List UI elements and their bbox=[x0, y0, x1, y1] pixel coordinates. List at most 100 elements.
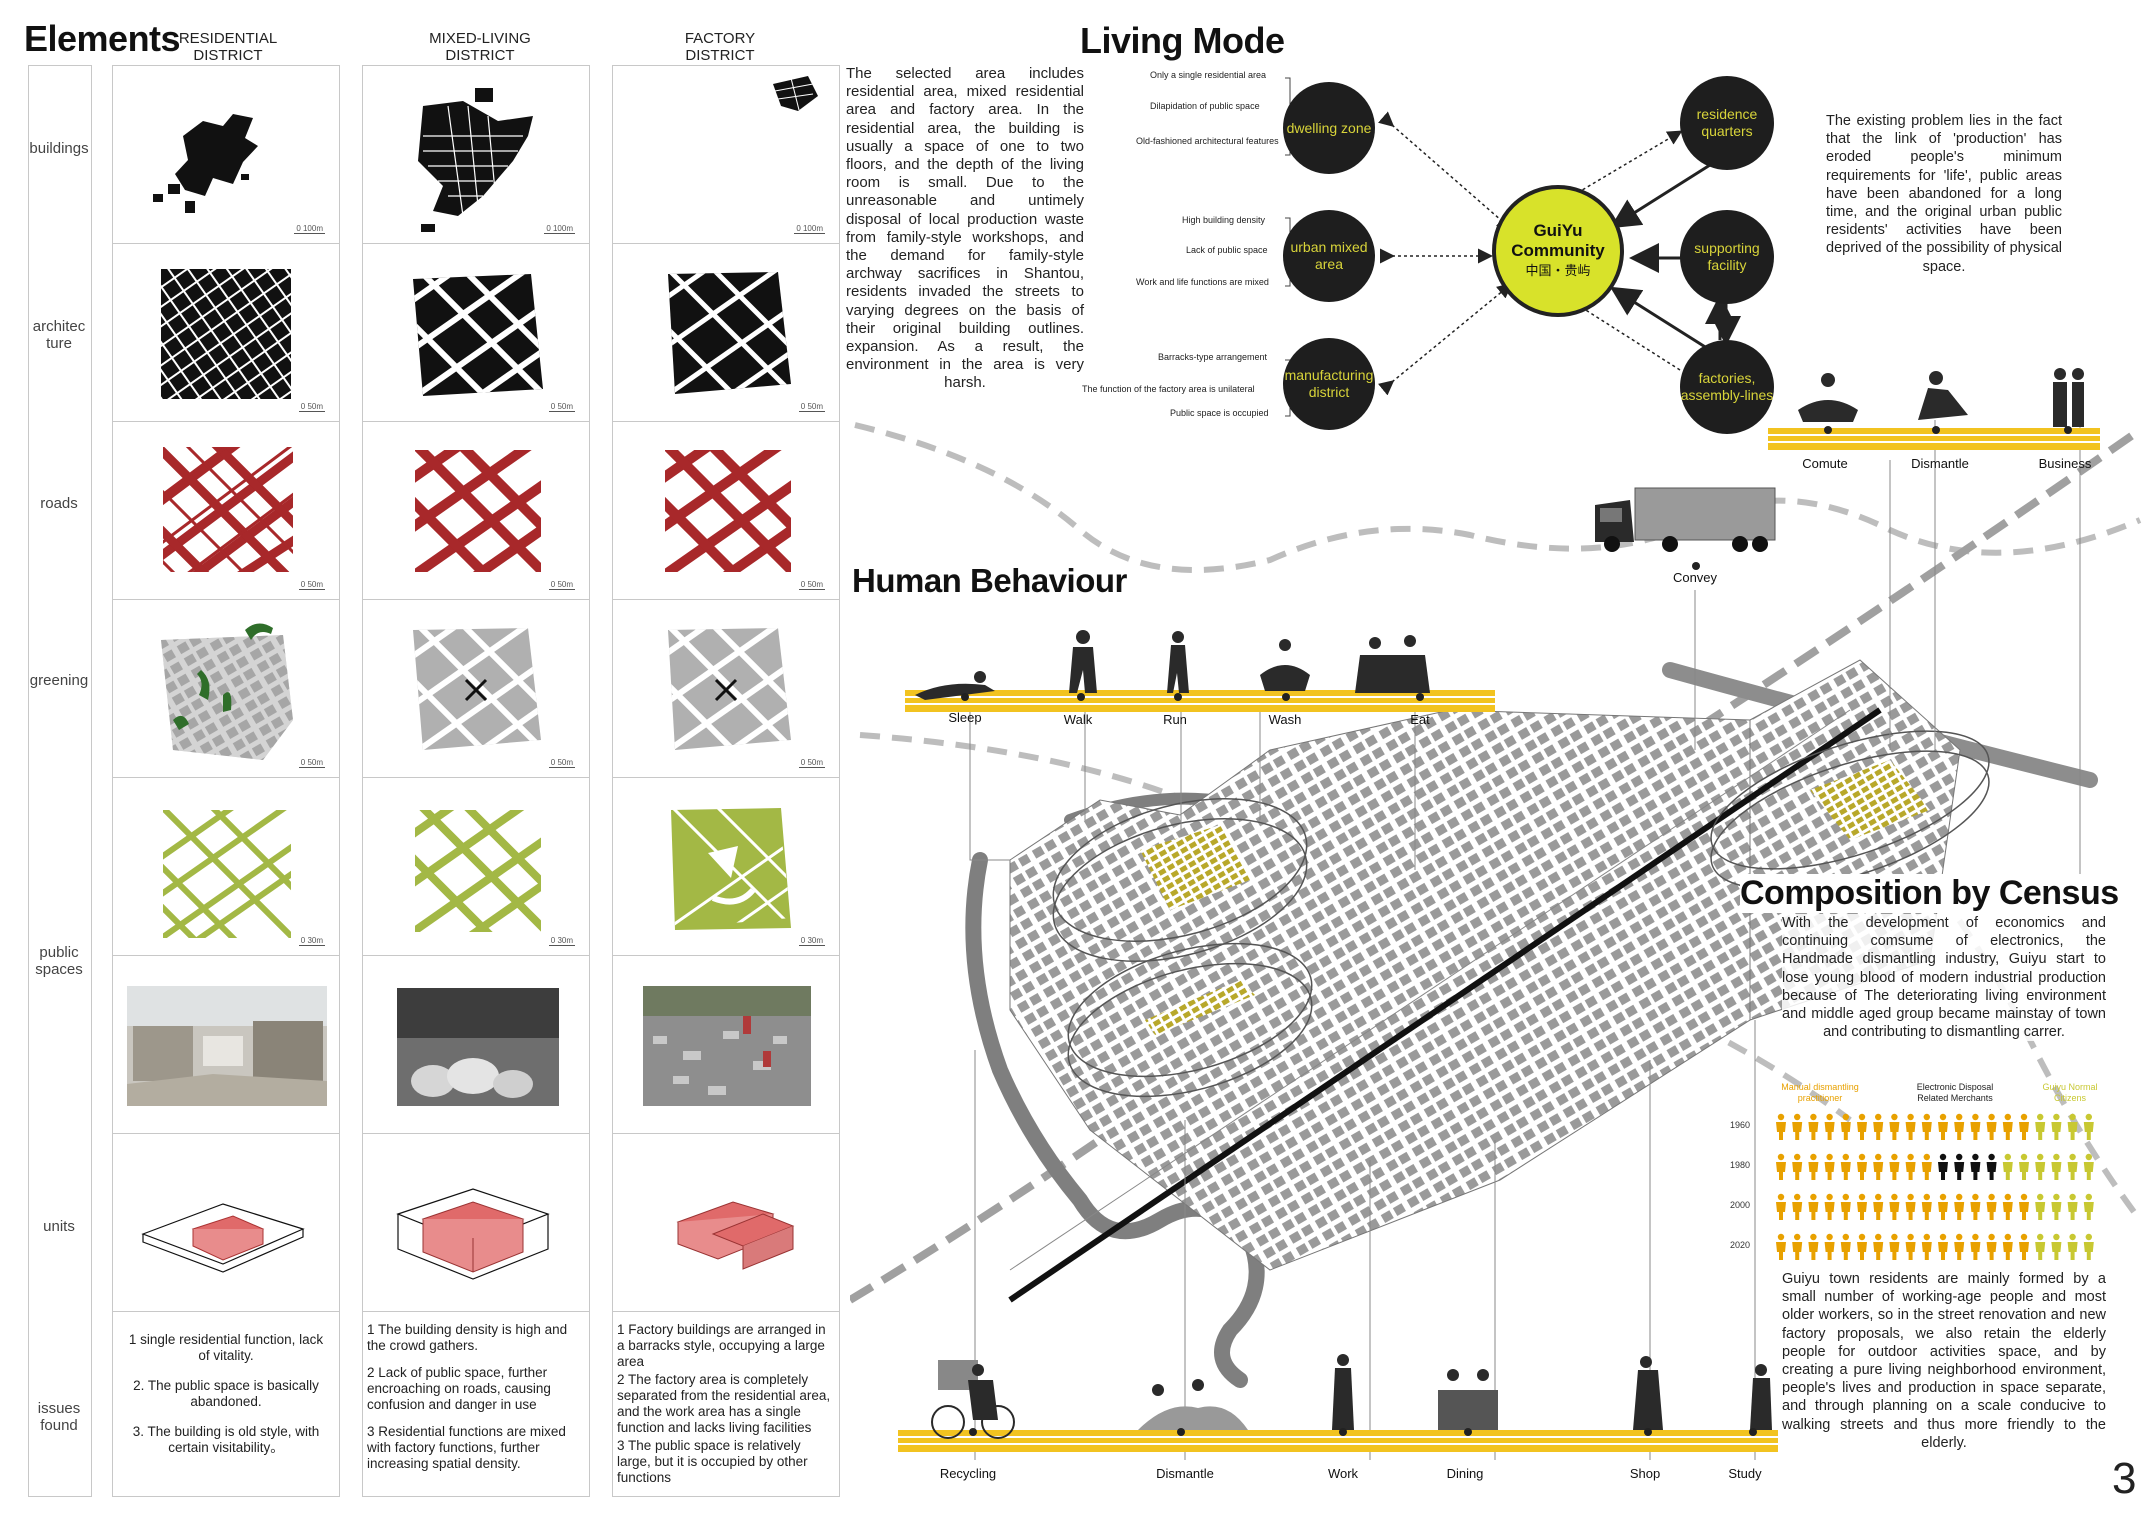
census-person-icon bbox=[1921, 1233, 1932, 1260]
census-person-icon bbox=[1970, 1233, 1981, 1260]
issue-res-3: 3. The building is old style, with certa… bbox=[132, 1424, 320, 1455]
census-person-icon bbox=[1954, 1233, 1965, 1260]
res-street-photo bbox=[127, 986, 327, 1106]
cell-fac-units bbox=[612, 1133, 840, 1313]
cell-fac-roads: 0 50m bbox=[612, 421, 840, 601]
census-person-icon bbox=[2083, 1193, 2094, 1220]
census-person-icon bbox=[1970, 1113, 1981, 1140]
census-person-icon bbox=[2035, 1193, 2046, 1220]
census-person-icon bbox=[2019, 1113, 2029, 1140]
issue-fac-2: 2 The factory area is completely separat… bbox=[617, 1372, 831, 1435]
census-person-icon bbox=[1986, 1153, 1997, 1180]
cell-res-photo bbox=[112, 955, 340, 1135]
intro-paragraph: The selected area includes residential a… bbox=[846, 65, 1084, 392]
activity-dismantle-top: Dismantle bbox=[1911, 456, 1969, 471]
census-person-icon bbox=[2083, 1233, 2094, 1260]
scale-bar: 0 100m bbox=[294, 224, 325, 234]
fac-greening-diagram bbox=[668, 628, 791, 750]
note-urban-3: Work and life functions are mixed bbox=[1136, 277, 1269, 287]
year-1960: 1960 bbox=[1730, 1120, 1751, 1130]
page-number: 3 bbox=[2112, 1454, 2137, 1503]
census-person-icon bbox=[1889, 1153, 1900, 1180]
activity-study: Study bbox=[1728, 1466, 1762, 1481]
census-person-icon bbox=[2067, 1233, 2078, 1260]
census-person-icon bbox=[2051, 1233, 2062, 1260]
census-pictogram-chart bbox=[1776, 1113, 2094, 1260]
living-mode-arrows bbox=[1285, 77, 1741, 417]
census-person-icon bbox=[1824, 1153, 1835, 1180]
note-manufacturing-3: Public space is occupied bbox=[1170, 408, 1269, 418]
truck-icon bbox=[1595, 487, 1776, 552]
mix-unit-isometric bbox=[396, 1188, 550, 1280]
scale-bar: 0 100m bbox=[794, 224, 825, 234]
census-person-icon bbox=[1776, 1233, 1786, 1260]
census-person-icon bbox=[1857, 1193, 1867, 1220]
census-person-icon bbox=[1986, 1193, 1997, 1220]
census-person-icon bbox=[1970, 1193, 1981, 1220]
issue-mix-3: 3 Residential functions are mixed with f… bbox=[367, 1424, 566, 1471]
census-person-icon bbox=[1873, 1233, 1884, 1260]
census-person-icon bbox=[1824, 1233, 1835, 1260]
year-2000: 2000 bbox=[1730, 1200, 1751, 1210]
cross-icon bbox=[714, 678, 738, 702]
life-activity-figures bbox=[931, 1354, 1772, 1439]
cell-res-public: 0 30m bbox=[112, 777, 340, 957]
census-person-icon bbox=[1970, 1153, 1981, 1180]
census-person-icon bbox=[1776, 1193, 1786, 1220]
census-person-icon bbox=[1938, 1113, 1948, 1140]
cross-icon bbox=[464, 678, 488, 702]
census-person-icon bbox=[1986, 1233, 1997, 1260]
census-person-icon bbox=[2067, 1193, 2078, 1220]
activity-work: Work bbox=[1327, 1466, 1359, 1481]
row-label-units: units bbox=[43, 1218, 75, 1235]
cell-fac-greening: 0 50m bbox=[612, 599, 840, 779]
scale-bar: 0 30m bbox=[298, 936, 325, 946]
census-person-icon bbox=[1808, 1193, 1819, 1220]
census-person-icon bbox=[1792, 1153, 1803, 1180]
census-person-icon bbox=[1889, 1193, 1900, 1220]
census-person-icon bbox=[1808, 1113, 1819, 1140]
census-person-icon bbox=[1873, 1193, 1884, 1220]
problem-paragraph: The existing problem lies in the fact th… bbox=[1826, 113, 2062, 275]
census-person-icon bbox=[2051, 1193, 2062, 1220]
cell-res-issues: 1 single residential function, lack of v… bbox=[112, 1311, 340, 1497]
census-person-icon bbox=[1921, 1113, 1932, 1140]
census-person-icon bbox=[1776, 1113, 1786, 1140]
year-2020: 2020 bbox=[1730, 1240, 1751, 1250]
legend-citizens: Guiyu Normal Citizens bbox=[2042, 1082, 2098, 1103]
census-person-icon bbox=[2002, 1233, 2013, 1260]
cell-res-greening: 0 50m bbox=[112, 599, 340, 779]
mix-roads-diagram bbox=[415, 450, 541, 572]
census-person-icon bbox=[1938, 1233, 1948, 1260]
daily-activity-bar bbox=[905, 690, 1495, 712]
issue-res-2: 2. The public space is basically abandon… bbox=[133, 1378, 319, 1409]
census-person-icon bbox=[2002, 1113, 2013, 1140]
census-person-icon bbox=[1808, 1233, 1819, 1260]
row-label-issues: issues found bbox=[37, 1400, 81, 1434]
cell-mix-greening: 0 50m bbox=[362, 599, 590, 779]
fac-unit-isometric bbox=[676, 1201, 795, 1270]
census-person-icon bbox=[2083, 1153, 2094, 1180]
census-person-icon bbox=[1954, 1153, 1965, 1180]
activity-recycling: Recycling bbox=[939, 1466, 997, 1481]
mix-greening-diagram bbox=[413, 628, 541, 750]
issue-fac-3: 3 The public space is relatively large, … bbox=[617, 1438, 808, 1485]
note-manufacturing-2: The function of the factory area is unil… bbox=[1082, 384, 1255, 394]
row-label-architecture: architec ture bbox=[32, 318, 86, 352]
note-dwelling-1: Only a single residential area bbox=[1150, 70, 1267, 80]
work-activity-figures bbox=[1798, 368, 2084, 434]
census-person-icon bbox=[2002, 1153, 2013, 1180]
census-person-icon bbox=[1792, 1193, 1803, 1220]
census-person-icon bbox=[1792, 1113, 1803, 1140]
census-person-icon bbox=[2035, 1153, 2046, 1180]
census-person-icon bbox=[2051, 1153, 2062, 1180]
res-unit-isometric bbox=[141, 1203, 305, 1273]
activity-walk: Walk bbox=[1063, 712, 1093, 727]
cell-mix-roads: 0 50m bbox=[362, 421, 590, 601]
activity-convey: Convey bbox=[1672, 570, 1718, 585]
cell-fac-photo bbox=[612, 955, 840, 1135]
activity-dismantle: Dismantle bbox=[1156, 1466, 1214, 1481]
community-name-line1: GuiYu bbox=[1533, 221, 1583, 240]
census-person-icon bbox=[1824, 1193, 1835, 1220]
cell-res-architecture: 0 50m bbox=[112, 243, 340, 423]
